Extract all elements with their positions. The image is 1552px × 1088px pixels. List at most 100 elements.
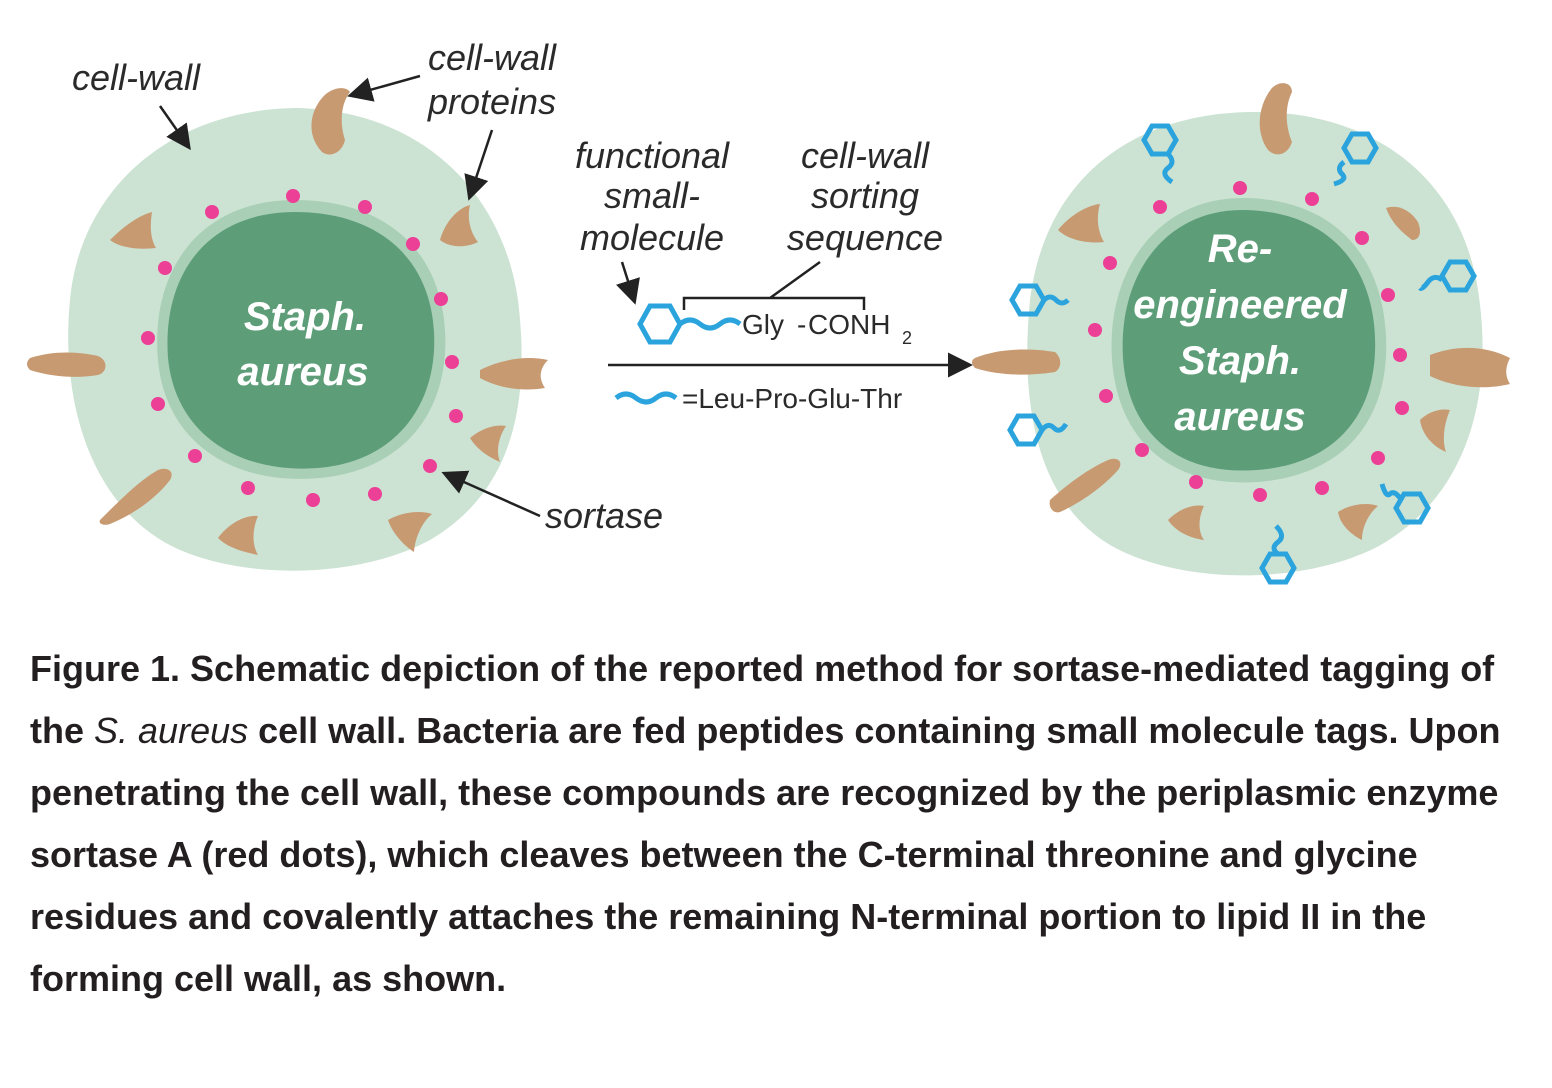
- sortase-dot: [1088, 323, 1102, 337]
- label-cell-wall-proteins-line2: proteins: [427, 81, 556, 122]
- sortase-dot: [368, 487, 382, 501]
- caption-species: S. aureus: [94, 710, 249, 751]
- cell-wall-protein: [1338, 504, 1378, 540]
- sortase-dot: [434, 292, 448, 306]
- label-functional-line2: small-: [604, 175, 700, 216]
- sortase-dot: [286, 189, 300, 203]
- figure-caption: Figure 1. Schematic depiction of the rep…: [30, 638, 1525, 1010]
- cell-wall-protein: [27, 352, 106, 377]
- right-cell-name-line2: engineered: [1133, 283, 1348, 327]
- sortase-dot: [449, 409, 463, 423]
- cell-wall-protein: [99, 468, 172, 525]
- right-cell-name-line3: Staph.: [1179, 339, 1301, 383]
- tag-icon: [1379, 483, 1431, 525]
- sortase-dot: [1395, 401, 1409, 415]
- legend-squiggle-icon: [614, 391, 678, 405]
- cell-wall-protein: [1430, 347, 1510, 388]
- sortase-dot: [445, 355, 459, 369]
- sortase-dot: [1253, 488, 1267, 502]
- sortase-dot: [1305, 192, 1319, 206]
- tag-icon: [1007, 413, 1069, 447]
- label-sortase: sortase: [545, 495, 663, 536]
- sortase-dot: [141, 331, 155, 345]
- caption-suffix: cell wall. Bacteria are fed peptides con…: [30, 710, 1501, 999]
- label-sorting-line3: sequence: [787, 217, 943, 258]
- schematic-figure: Staph. aureus cell-wall cell-wall prote: [27, 37, 1510, 585]
- tag-icon: [1141, 123, 1179, 185]
- attached-small-molecule-tags: [1007, 123, 1477, 585]
- cell-wall-protein: [1420, 409, 1450, 452]
- left-cell-name-line2: aureus: [237, 350, 368, 394]
- cell-wall-protein: [480, 358, 548, 390]
- sortase-dot: [1153, 200, 1167, 214]
- sortase-dot: [1355, 231, 1369, 245]
- cell-wall-protein: [388, 512, 432, 552]
- caption-prefix: Figure 1. Schematic depiction of the rep…: [30, 648, 1495, 751]
- label-functional-line3: molecule: [580, 217, 724, 258]
- bond-dash: -: [797, 309, 806, 340]
- right-sortase-dots: [1088, 181, 1409, 502]
- label-conh: CONH: [808, 309, 890, 340]
- right-bacterium: Re- engineered Staph. aureus: [1027, 111, 1483, 576]
- tag-icon: [1333, 131, 1379, 187]
- cell-wall-protein: [972, 349, 1061, 375]
- right-cell-wall-proteins: [972, 83, 1510, 540]
- sortase-dot: [241, 481, 255, 495]
- sortase-dot: [1135, 443, 1149, 457]
- right-cell-name-line4: aureus: [1174, 395, 1305, 439]
- sortase-dot: [1381, 288, 1395, 302]
- small-molecule-hexagon-icon: [637, 303, 683, 345]
- cell-wall-protein: [110, 212, 156, 249]
- cell-wall-protein: [1168, 505, 1204, 540]
- tag-icon: [1259, 524, 1297, 585]
- sortase-dot: [1189, 475, 1203, 489]
- label-functional-line1: functional: [575, 135, 730, 176]
- cell-wall-protein: [1386, 206, 1420, 240]
- sortase-dot: [1315, 481, 1329, 495]
- label-conh-subscript: 2: [902, 328, 912, 348]
- sequence-bracket: [682, 260, 866, 310]
- sortase-dot: [306, 493, 320, 507]
- pointer-arrow-proteins-2: [464, 129, 494, 201]
- sortase-dot: [1099, 389, 1113, 403]
- left-cell-cytoplasm: [167, 212, 435, 469]
- left-cell-wall-proteins: [27, 88, 548, 555]
- cell-wall-protein: [218, 515, 258, 555]
- sortase-dot: [158, 261, 172, 275]
- right-cell-name-line1: Re-: [1208, 227, 1272, 271]
- sortase-dot: [1371, 451, 1385, 465]
- sortase-dot: [423, 459, 437, 473]
- sortase-dot: [151, 397, 165, 411]
- label-sorting-line1: cell-wall: [801, 135, 930, 176]
- label-gly: Gly: [742, 309, 784, 340]
- pointer-arrow-proteins-1: [347, 74, 421, 102]
- cell-wall-protein: [470, 425, 506, 462]
- label-cell-wall-proteins-line1: cell-wall: [428, 37, 557, 78]
- cell-wall-protein: [311, 88, 350, 155]
- pointer-arrow-cell-wall: [158, 105, 191, 151]
- sortase-dot: [1393, 348, 1407, 362]
- sortase-dot: [188, 449, 202, 463]
- left-cell-name-line1: Staph.: [244, 295, 366, 339]
- label-legend-sequence: =Leu-Pro-Glu-Thr: [682, 383, 902, 414]
- sortase-dot: [205, 205, 219, 219]
- sortase-dot: [1103, 256, 1117, 270]
- tag-icon: [1418, 259, 1477, 293]
- label-cell-wall: cell-wall: [72, 57, 201, 98]
- sortase-dot: [358, 200, 372, 214]
- tag-icon: [1009, 283, 1070, 317]
- sortase-dot: [406, 237, 420, 251]
- pointer-arrow-sortase: [441, 470, 541, 518]
- cell-wall-protein: [440, 205, 478, 247]
- peptide-squiggle-icon: [678, 317, 742, 331]
- label-sorting-line2: sorting: [811, 175, 919, 216]
- sortase-dot: [1233, 181, 1247, 195]
- cell-wall-protein: [1259, 83, 1292, 155]
- left-sortase-dots: [141, 189, 463, 507]
- cell-wall-protein: [1058, 204, 1104, 243]
- pointer-arrow-functional: [616, 261, 640, 305]
- right-cell-cytoplasm: [1122, 210, 1376, 471]
- reaction-scheme: functional small- molecule cell-wall sor…: [575, 135, 973, 414]
- cell-wall-protein: [1049, 458, 1121, 513]
- left-bacterium: Staph. aureus: [68, 108, 522, 571]
